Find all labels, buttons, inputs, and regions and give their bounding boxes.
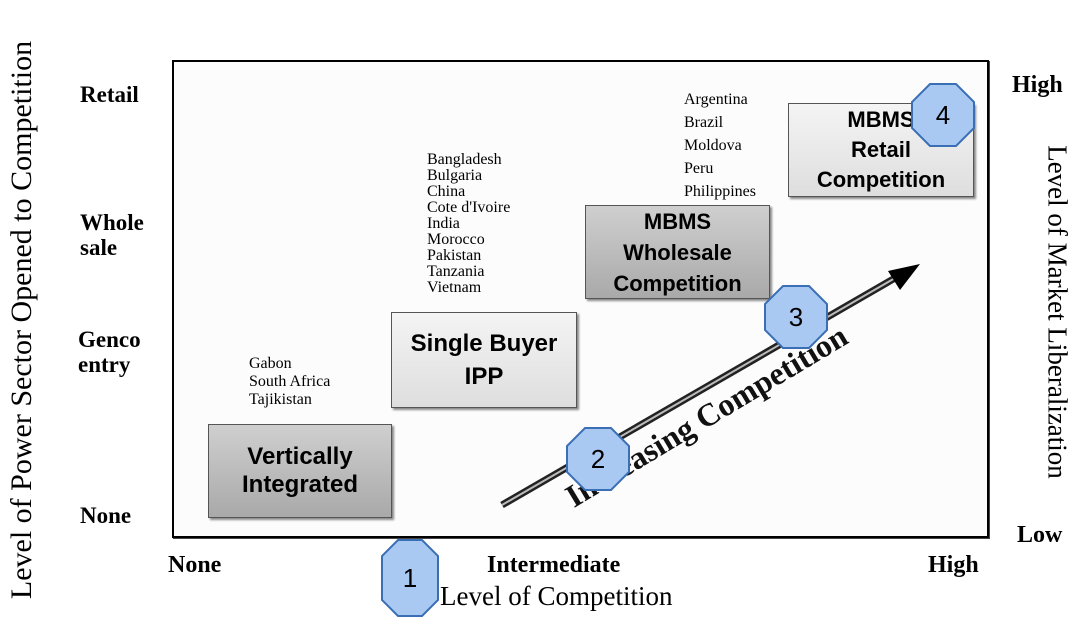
- country-list-genco: Gabon South Africa Tajikistan: [249, 355, 331, 408]
- stage-2-badge: 2: [565, 426, 630, 491]
- country-list-wholesale: Argentina Brazil Moldova Peru Philippine…: [684, 91, 757, 200]
- stage-3-badge: 3: [763, 284, 828, 349]
- mbms-wholesale-box: MBMS Wholesale Competition: [585, 205, 770, 299]
- stage-1-badge: 1: [380, 538, 440, 617]
- x-axis-title: Level of Competition: [440, 581, 673, 611]
- right-axis-low: Low: [1017, 522, 1063, 548]
- x-tick-none: None: [168, 552, 222, 578]
- mbms-retail-box: MBMS Retail Competition: [788, 103, 974, 197]
- y-tick-none: None: [80, 503, 132, 528]
- y-tick-retail: Retail: [80, 82, 139, 107]
- stage-4-badge: 4: [910, 82, 975, 147]
- x-tick-intermediate: Intermediate: [487, 552, 621, 578]
- right-axis-high: High: [1012, 72, 1063, 98]
- y-tick-wholesale: Whole sale: [80, 210, 144, 260]
- country-list-single-buyer: Bangladesh Bulgaria China Cote d'Ivoire …: [427, 151, 511, 296]
- y-tick-genco-entry: Genco entry: [78, 327, 141, 377]
- vertically-integrated-box: Vertically Integrated: [208, 424, 392, 518]
- x-tick-high: High: [928, 552, 979, 578]
- single-buyer-ipp-box: Single Buyer IPP: [391, 312, 577, 408]
